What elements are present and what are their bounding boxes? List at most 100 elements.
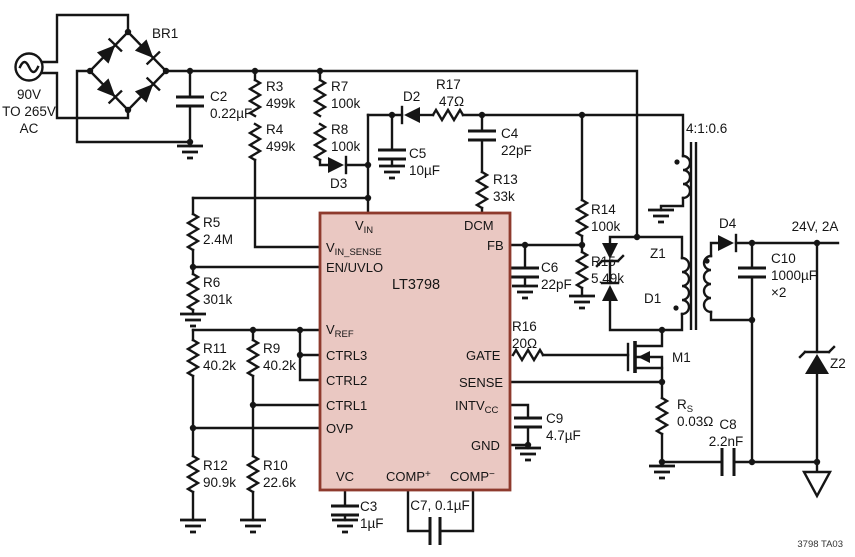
gnd-output-triangle: [801, 470, 833, 499]
label-ac-line2: TO 265V: [2, 104, 56, 119]
pin-fb: FB: [487, 238, 504, 253]
label-r10-ref: R10: [263, 458, 288, 473]
resistor-r13: [474, 170, 490, 210]
label-c9-val: 4.7µF: [546, 428, 581, 443]
bias-winding: [681, 154, 692, 200]
label-r17-ref: R17: [436, 77, 461, 92]
gnd-bias: [648, 208, 674, 224]
label-ac-line1: 90V: [17, 87, 41, 102]
resistor-r15: [574, 250, 590, 290]
resistor-r3: [247, 78, 263, 118]
gnd-r12: [180, 518, 206, 534]
resistor-r6: [185, 272, 201, 312]
label-c3-ref: C3: [360, 499, 377, 514]
cap-c7: [428, 517, 442, 545]
transformer: [673, 142, 713, 330]
pin-sense: SENSE: [459, 375, 503, 390]
label-r4-val: 499k: [266, 139, 296, 154]
pin-ovp: OVP: [326, 421, 353, 436]
cap-c5: [378, 148, 406, 161]
label-c3-val: 1µF: [360, 516, 384, 531]
resistor-r7: [312, 78, 328, 118]
gnd-r6: [180, 312, 206, 328]
zener-z2: [798, 345, 836, 374]
label-c8-ref: C8: [719, 417, 736, 432]
label-c2-val: 0.22µF: [210, 106, 252, 121]
diode-d2: [400, 105, 420, 125]
pin-gnd: GND: [471, 438, 500, 453]
label-r9-ref: R9: [263, 341, 280, 356]
capacitors: [176, 95, 766, 545]
label-d1: D1: [644, 291, 661, 306]
labels: 90V TO 265V AC BR1 C2 0.22µF R3 499k R4 …: [2, 26, 846, 550]
label-r11-val: 40.2k: [203, 358, 236, 373]
label-r12-val: 90.9k: [203, 475, 236, 490]
label-r15-val: 5.49k: [591, 271, 624, 286]
primary-phase-dot: [673, 305, 679, 311]
label-turns-ratio: 4:1:0.6: [686, 121, 727, 136]
diode-d3: [328, 155, 348, 175]
label-r11-ref: R11: [203, 341, 227, 356]
label-r3-ref: R3: [266, 79, 283, 94]
label-r9-val: 40.2k: [263, 358, 296, 373]
label-r4-ref: R4: [266, 122, 284, 137]
label-c4-ref: C4: [501, 126, 519, 141]
pin-vin-sense: VIN_SENSE: [326, 240, 382, 258]
label-r17-val: 47Ω: [439, 94, 464, 109]
label-c6-val: 22pF: [541, 277, 572, 292]
label-c10-mult: ×2: [771, 285, 786, 300]
label-d4: D4: [719, 216, 737, 231]
pin-gate: GATE: [466, 348, 501, 363]
label-r7-val: 100k: [331, 96, 361, 111]
label-c6-ref: C6: [541, 260, 558, 275]
label-r10-val: 22.6k: [263, 475, 296, 490]
junction-dots: [86, 28, 821, 466]
label-br1: BR1: [152, 26, 178, 41]
label-ac-line3: AC: [20, 121, 39, 136]
pin-en-uvlo: EN/UVLO: [326, 260, 383, 275]
label-r8-ref: R8: [331, 122, 348, 137]
cap-c3: [331, 504, 359, 517]
label-z2: Z2: [830, 356, 846, 371]
label-r8-val: 100k: [331, 139, 361, 154]
label-c2-ref: C2: [210, 89, 227, 104]
label-r7-ref: R7: [331, 79, 348, 94]
bias-phase-dot: [674, 159, 680, 165]
cap-c2: [176, 95, 204, 108]
label-r13-val: 33k: [493, 189, 515, 204]
pin-intvcc: INTVCC: [455, 398, 498, 416]
resistor-r14: [574, 198, 590, 238]
resistor-r8: [312, 122, 328, 162]
pin-vref: VREF: [326, 322, 354, 340]
label-c9-ref: C9: [546, 411, 563, 426]
resistor-r12: [185, 454, 201, 494]
gnd-r15: [569, 294, 595, 310]
secondary-winding: [702, 254, 713, 314]
ac-source: [14, 52, 44, 82]
label-c5-val: 10µF: [409, 163, 440, 178]
label-output: 24V, 2A: [792, 219, 839, 234]
label-r6-val: 301k: [203, 292, 233, 307]
gnd-c6: [512, 284, 538, 300]
resistor-r10: [245, 454, 261, 494]
label-c8-val: 2.2nF: [709, 434, 744, 449]
label-d2: D2: [403, 89, 420, 104]
cap-c8: [720, 448, 736, 476]
label-rs-ref: RS: [677, 397, 693, 415]
resistor-r17: [431, 107, 465, 123]
label-r14-ref: R14: [591, 202, 616, 217]
resistors: [185, 78, 670, 494]
resistor-r5: [185, 212, 201, 252]
pin-dcm: DCM: [464, 218, 494, 233]
label-rs-val: 0.03Ω: [677, 414, 713, 429]
mosfet-m1: [626, 341, 650, 373]
ic-name: LT3798: [392, 277, 440, 293]
ic-lt3798: LT3798 VIN VIN_SENSE EN/UVLO VREF CTRL3 …: [318, 211, 512, 492]
label-r14-val: 100k: [591, 219, 621, 234]
resistor-r4: [247, 122, 263, 162]
diode-d1: [600, 281, 620, 301]
label-c10-ref: C10: [771, 251, 796, 266]
label-c7: C7, 0.1µF: [410, 498, 470, 513]
primary-winding: [680, 256, 691, 316]
